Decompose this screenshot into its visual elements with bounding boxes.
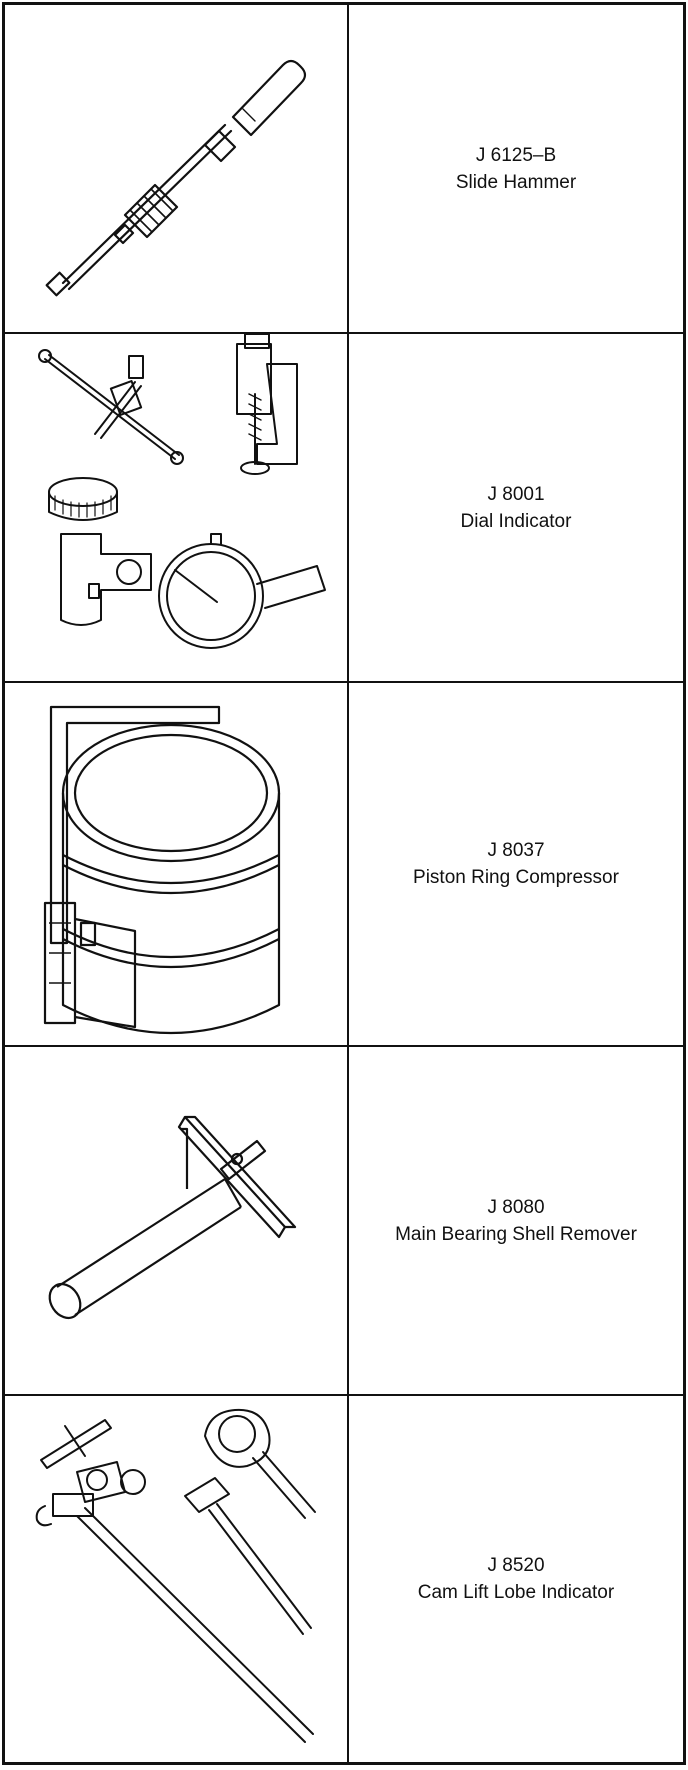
tool-name: Cam Lift Lobe Indicator	[417, 1582, 615, 1603]
tool-row: J 6125–B Slide Hammer	[5, 5, 683, 332]
main-bearing-shell-remover-illustration	[5, 1047, 347, 1394]
row-divider	[5, 332, 683, 334]
tool-row: J 8037 Piston Ring Compressor	[5, 683, 683, 1045]
tool-row: J 8001 Dial Indicator	[5, 334, 683, 681]
tool-description: J 8037 Piston Ring Compressor	[349, 683, 683, 1045]
tool-number: J 8520	[487, 1555, 545, 1576]
tool-name: Main Bearing Shell Remover	[395, 1223, 637, 1245]
tool-row: J 8080 Main Bearing Shell Remover	[5, 1047, 683, 1394]
tool-description: J 8520 Cam Lift Lobe Indicator	[349, 1396, 683, 1762]
cam-lift-lobe-indicator-illustration	[5, 1396, 347, 1762]
row-divider	[5, 1045, 683, 1047]
row-divider	[5, 1394, 683, 1396]
tool-description: J 8001 Dial Indicator	[349, 334, 683, 681]
tool-name: Slide Hammer	[455, 171, 577, 193]
tool-number: J 8001	[487, 483, 545, 505]
dial-indicator-illustration	[5, 334, 347, 681]
piston-ring-compressor-illustration	[5, 683, 347, 1045]
tool-number: J 8037	[487, 840, 545, 861]
tool-row: J 8520 Cam Lift Lobe Indicator	[5, 1396, 683, 1762]
tool-name: Dial Indicator	[460, 510, 572, 532]
tool-number: J 6125–B	[475, 144, 557, 166]
slide-hammer-illustration	[5, 5, 347, 332]
tool-number: J 8080	[487, 1196, 545, 1218]
tool-description: J 6125–B Slide Hammer	[349, 5, 683, 332]
tool-description: J 8080 Main Bearing Shell Remover	[349, 1047, 683, 1394]
tool-name: Piston Ring Compressor	[413, 867, 619, 888]
column-divider	[347, 5, 349, 1762]
row-divider	[5, 681, 683, 683]
